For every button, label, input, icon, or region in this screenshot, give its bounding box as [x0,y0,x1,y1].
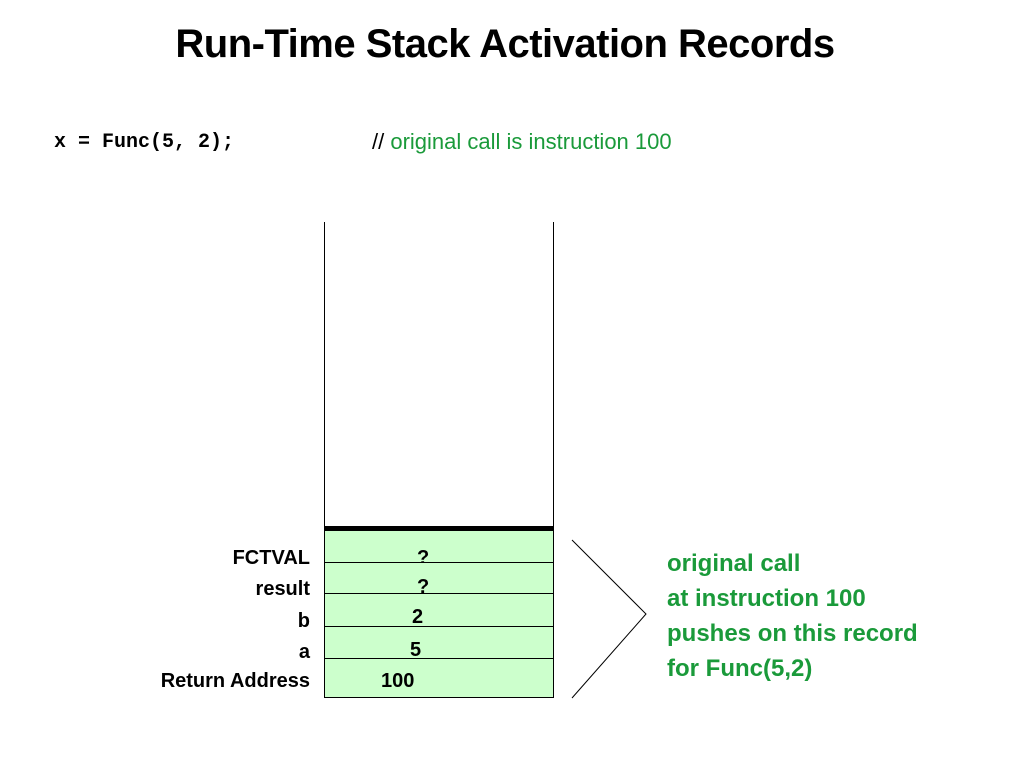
stack-row-b: 2 [325,594,553,627]
comment-prefix: // [372,129,385,154]
annotation-line: original call [667,550,801,577]
code-comment: // original call is instruction 100 [372,129,672,155]
page-title: Run-Time Stack Activation Records [175,22,835,66]
stack-value-b: 2 [412,606,424,628]
stack-row-return-address: 100 [325,659,553,698]
stack-value-return-address: 100 [381,670,415,692]
stack-label-a: a [298,641,310,663]
record-bracket [571,539,647,699]
stack-right-wall [553,222,554,698]
comment-text: original call is instruction 100 [390,129,672,154]
stack-row-fctval: ? [325,531,553,568]
annotation-line: pushes on this record [667,620,918,647]
stack-label-b: b [297,610,310,632]
stack-left-wall [324,222,325,698]
annotation-line: at instruction 100 [667,585,866,612]
record-annotation: original call at instruction 100 pushes … [667,546,918,686]
stack-label-return-address: Return Address [160,670,310,692]
code-statement: x = Func(5, 2); [54,131,235,154]
annotation-line: for Func(5,2) [667,655,813,682]
stack-row-a: 5 [325,627,553,661]
stack-value-result: ? [417,576,430,598]
stack-value-a: 5 [410,639,422,661]
stack-label-fctval: FCTVAL [232,547,310,569]
stack-row-result: ? [325,563,553,598]
stack-label-result: result [255,578,310,600]
stack-top-bar [324,526,554,531]
